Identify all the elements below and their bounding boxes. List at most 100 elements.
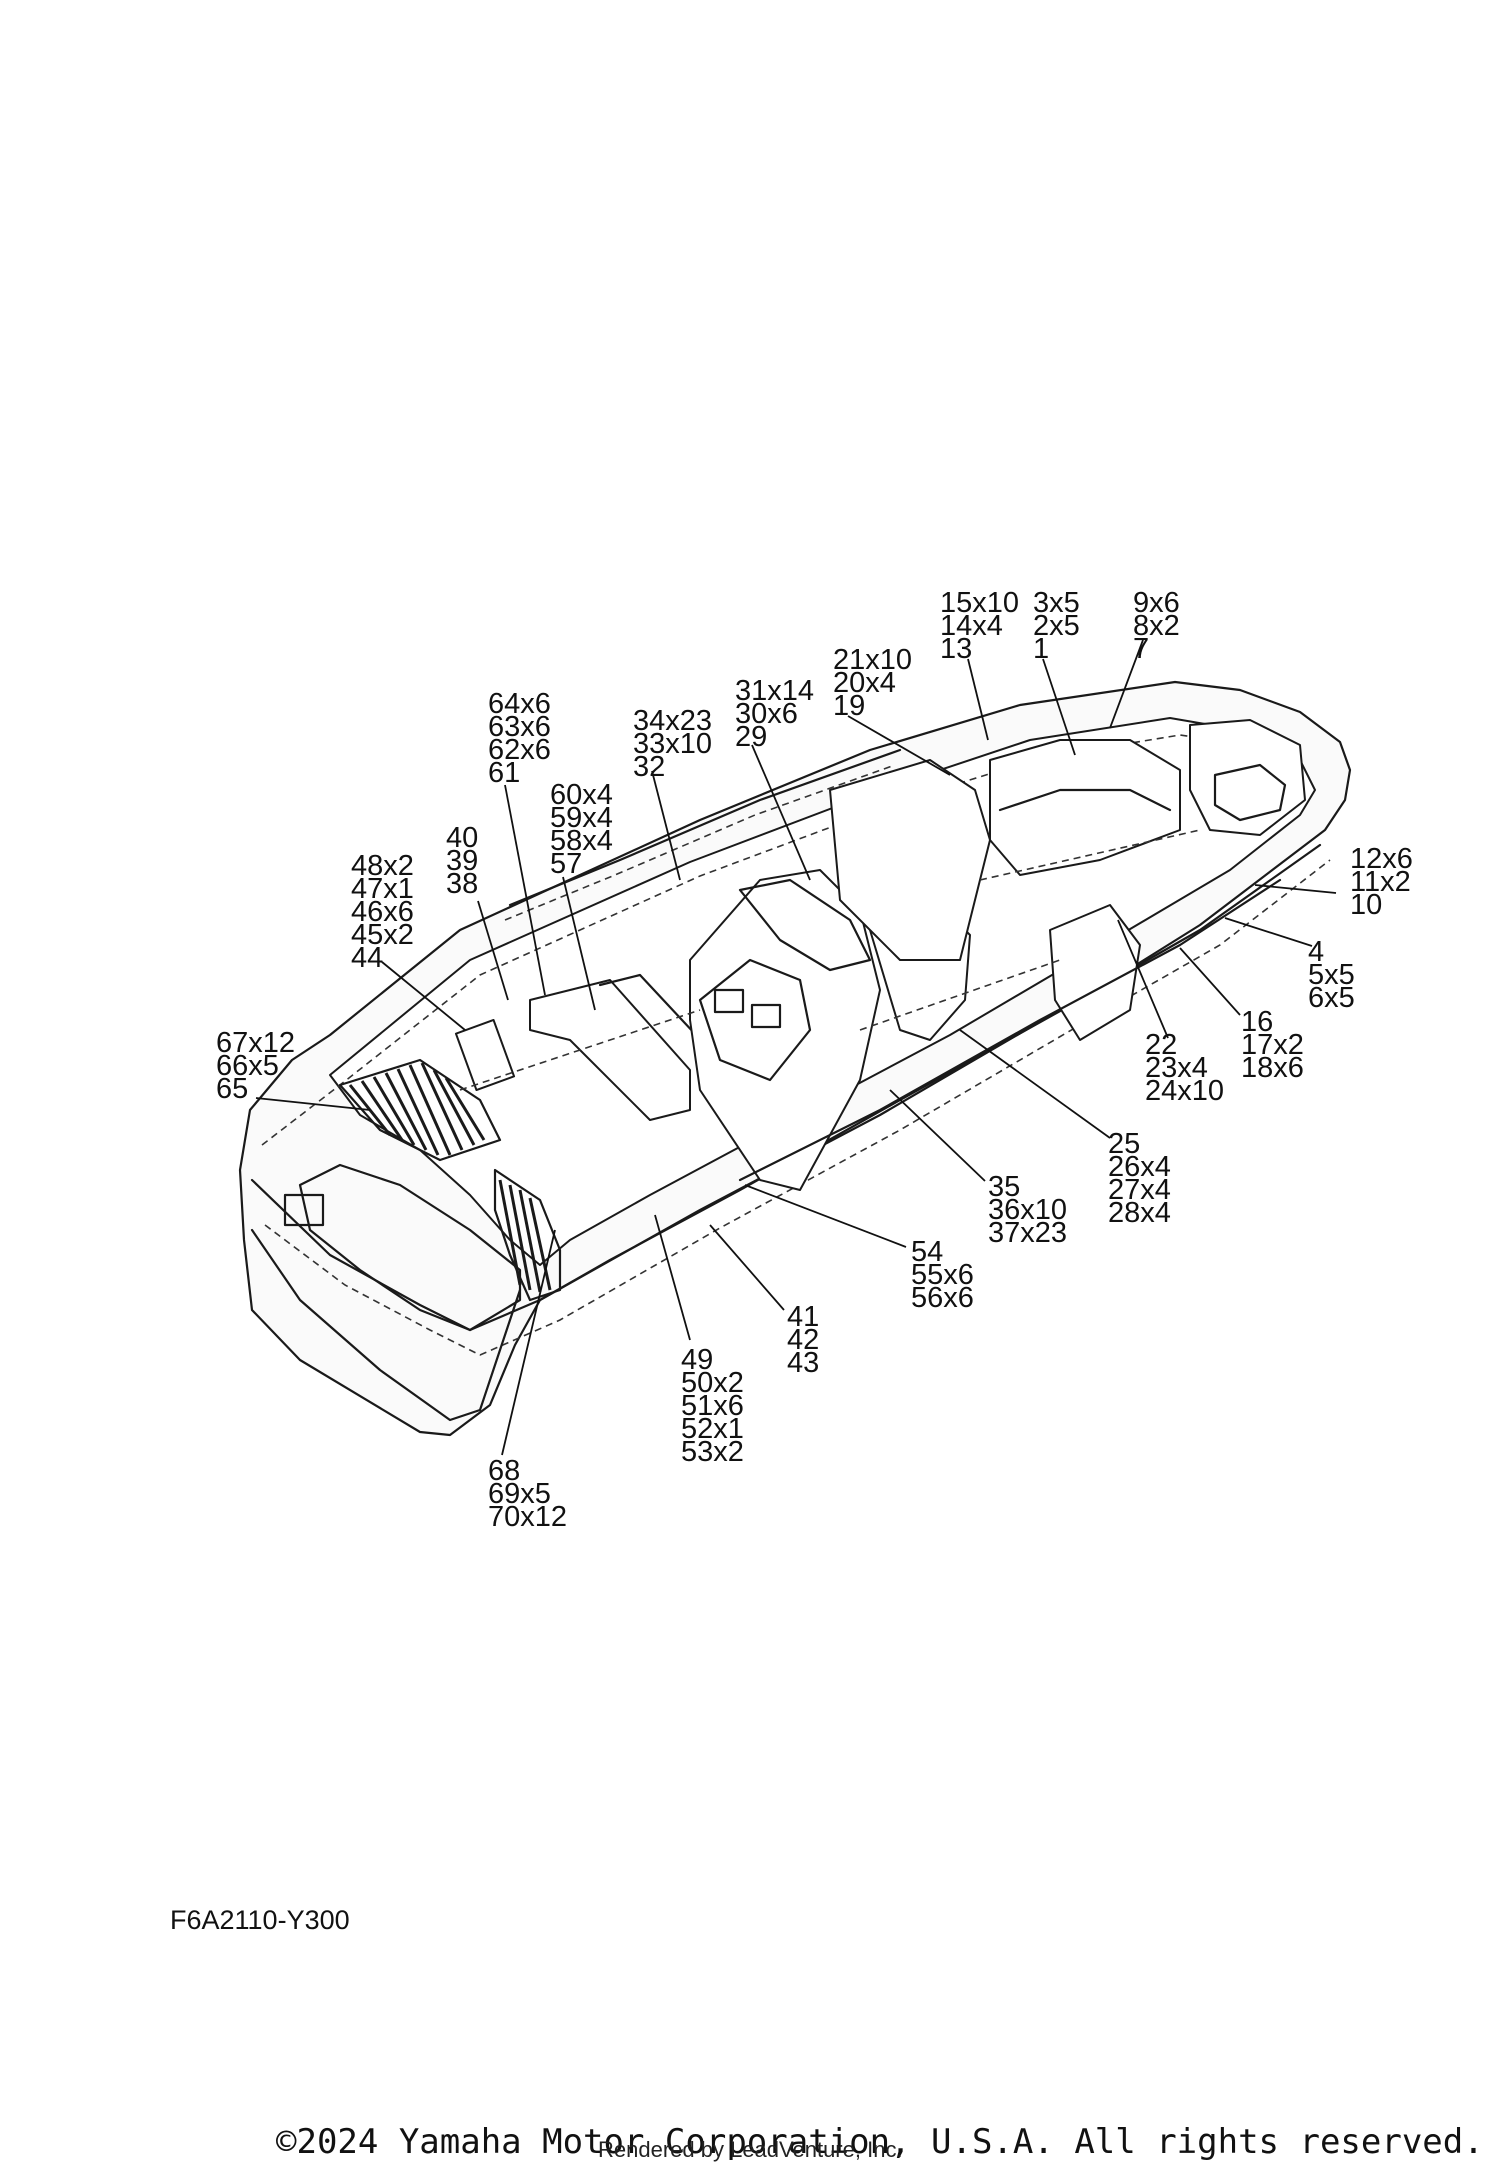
callout-line: 63x6 xyxy=(488,711,551,743)
callout-line: 26x4 xyxy=(1108,1151,1171,1183)
callout-line: 28x4 xyxy=(1108,1197,1171,1229)
leader-7 xyxy=(1109,639,1144,729)
callout-line: 6x5 xyxy=(1308,982,1355,1014)
callout-line: 51x6 xyxy=(681,1390,744,1422)
callout-line: 39 xyxy=(446,845,478,877)
helm-dash xyxy=(698,958,812,1082)
port-console-bulkhead xyxy=(829,759,991,961)
callout-line: 46x6 xyxy=(351,896,414,928)
callout-line: 64x6 xyxy=(488,688,551,720)
callout-line: 11x2 xyxy=(1350,866,1411,898)
leader-41 xyxy=(709,1224,785,1311)
callout-line: 69x5 xyxy=(488,1478,551,1510)
leader-61 xyxy=(504,784,546,996)
callout-line: 14x4 xyxy=(940,610,1003,642)
leader-57 xyxy=(562,876,596,1011)
callout-line: 36x10 xyxy=(988,1194,1067,1226)
callout-line: 54 xyxy=(911,1236,943,1268)
callout-line: 21x10 xyxy=(833,644,912,676)
leader-49 xyxy=(654,1214,691,1341)
stern-graphic-panel-left xyxy=(338,1058,502,1162)
callout-line: 62x6 xyxy=(488,734,551,766)
callout-line: 12x6 xyxy=(1350,843,1413,875)
callout-line: 55x6 xyxy=(911,1259,974,1291)
leader-lines xyxy=(255,639,1337,1456)
hull-lower-rail xyxy=(264,859,1331,1356)
port-stripe-dash xyxy=(504,764,896,921)
callout-line: 4 xyxy=(1308,936,1324,968)
windscreen xyxy=(738,878,872,972)
stern-cleat xyxy=(283,1193,325,1227)
leader-19 xyxy=(847,715,951,776)
callout-line: 56x6 xyxy=(911,1282,974,1314)
callout-line: 67x12 xyxy=(216,1027,295,1059)
callout-line: 52x1 xyxy=(681,1413,744,1445)
callout-line: 25 xyxy=(1108,1128,1140,1160)
callout-line: 68 xyxy=(488,1455,520,1487)
callout-line: 19 xyxy=(833,690,865,722)
callout-line: 41 xyxy=(787,1301,819,1333)
callout-line: 17x2 xyxy=(1241,1029,1304,1061)
leader-25 xyxy=(959,1029,1111,1139)
callout-line: 61 xyxy=(488,757,520,789)
gauge-left xyxy=(713,988,745,1014)
leader-38 xyxy=(477,900,509,1001)
callout-line: 42 xyxy=(787,1324,819,1356)
leader-22 xyxy=(1117,919,1169,1039)
callout-line: 47x1 xyxy=(351,873,414,905)
callout-line: 29 xyxy=(735,721,767,753)
callout-line: 44 xyxy=(351,942,383,974)
leader-44 xyxy=(381,961,466,1031)
leader-65 xyxy=(255,1097,371,1111)
callout-line: 37x23 xyxy=(988,1217,1067,1249)
callout-line: 40 xyxy=(446,822,478,854)
callout-line: 32 xyxy=(633,751,665,783)
callout-line: 3x5 xyxy=(1033,587,1080,619)
callout-line: 9x6 xyxy=(1133,587,1180,619)
leader-32 xyxy=(651,770,681,881)
floor-seam-3 xyxy=(979,829,1201,881)
callout-line: 10 xyxy=(1350,889,1382,921)
callout-line: 33x10 xyxy=(633,728,712,760)
callout-line: 35 xyxy=(988,1171,1020,1203)
callout-line: 70x12 xyxy=(488,1501,567,1533)
callout-line: 30x6 xyxy=(735,698,798,730)
callout-line: 48x2 xyxy=(351,850,414,882)
callout-line: 59x4 xyxy=(550,802,613,834)
helm-console xyxy=(689,869,881,1191)
transom xyxy=(250,1228,522,1422)
leader-68 xyxy=(501,1229,556,1456)
floor-seam-1 xyxy=(459,1009,701,1091)
callout-line: 53x2 xyxy=(681,1436,744,1468)
callout-line: 27x4 xyxy=(1108,1174,1171,1206)
leader-1 xyxy=(1042,658,1076,756)
callout-line: 31x14 xyxy=(735,675,814,707)
callout-line: 65 xyxy=(216,1073,248,1105)
callout-line: 5x5 xyxy=(1308,959,1355,991)
callout-line: 23x4 xyxy=(1145,1052,1208,1084)
rendered-by-notice: Rendered by LeadVenture, Inc. xyxy=(598,2137,903,2162)
callout-line: 45x2 xyxy=(351,919,414,951)
callout-line: 50x2 xyxy=(681,1367,744,1399)
callout-line: 24x10 xyxy=(1145,1075,1224,1107)
bow-anchor-hatch xyxy=(1213,763,1287,822)
callout-line: 43 xyxy=(787,1347,819,1379)
leader-16 xyxy=(1179,947,1241,1016)
callout-line: 20x4 xyxy=(833,667,896,699)
boat-hull-illustration xyxy=(238,680,1352,1437)
